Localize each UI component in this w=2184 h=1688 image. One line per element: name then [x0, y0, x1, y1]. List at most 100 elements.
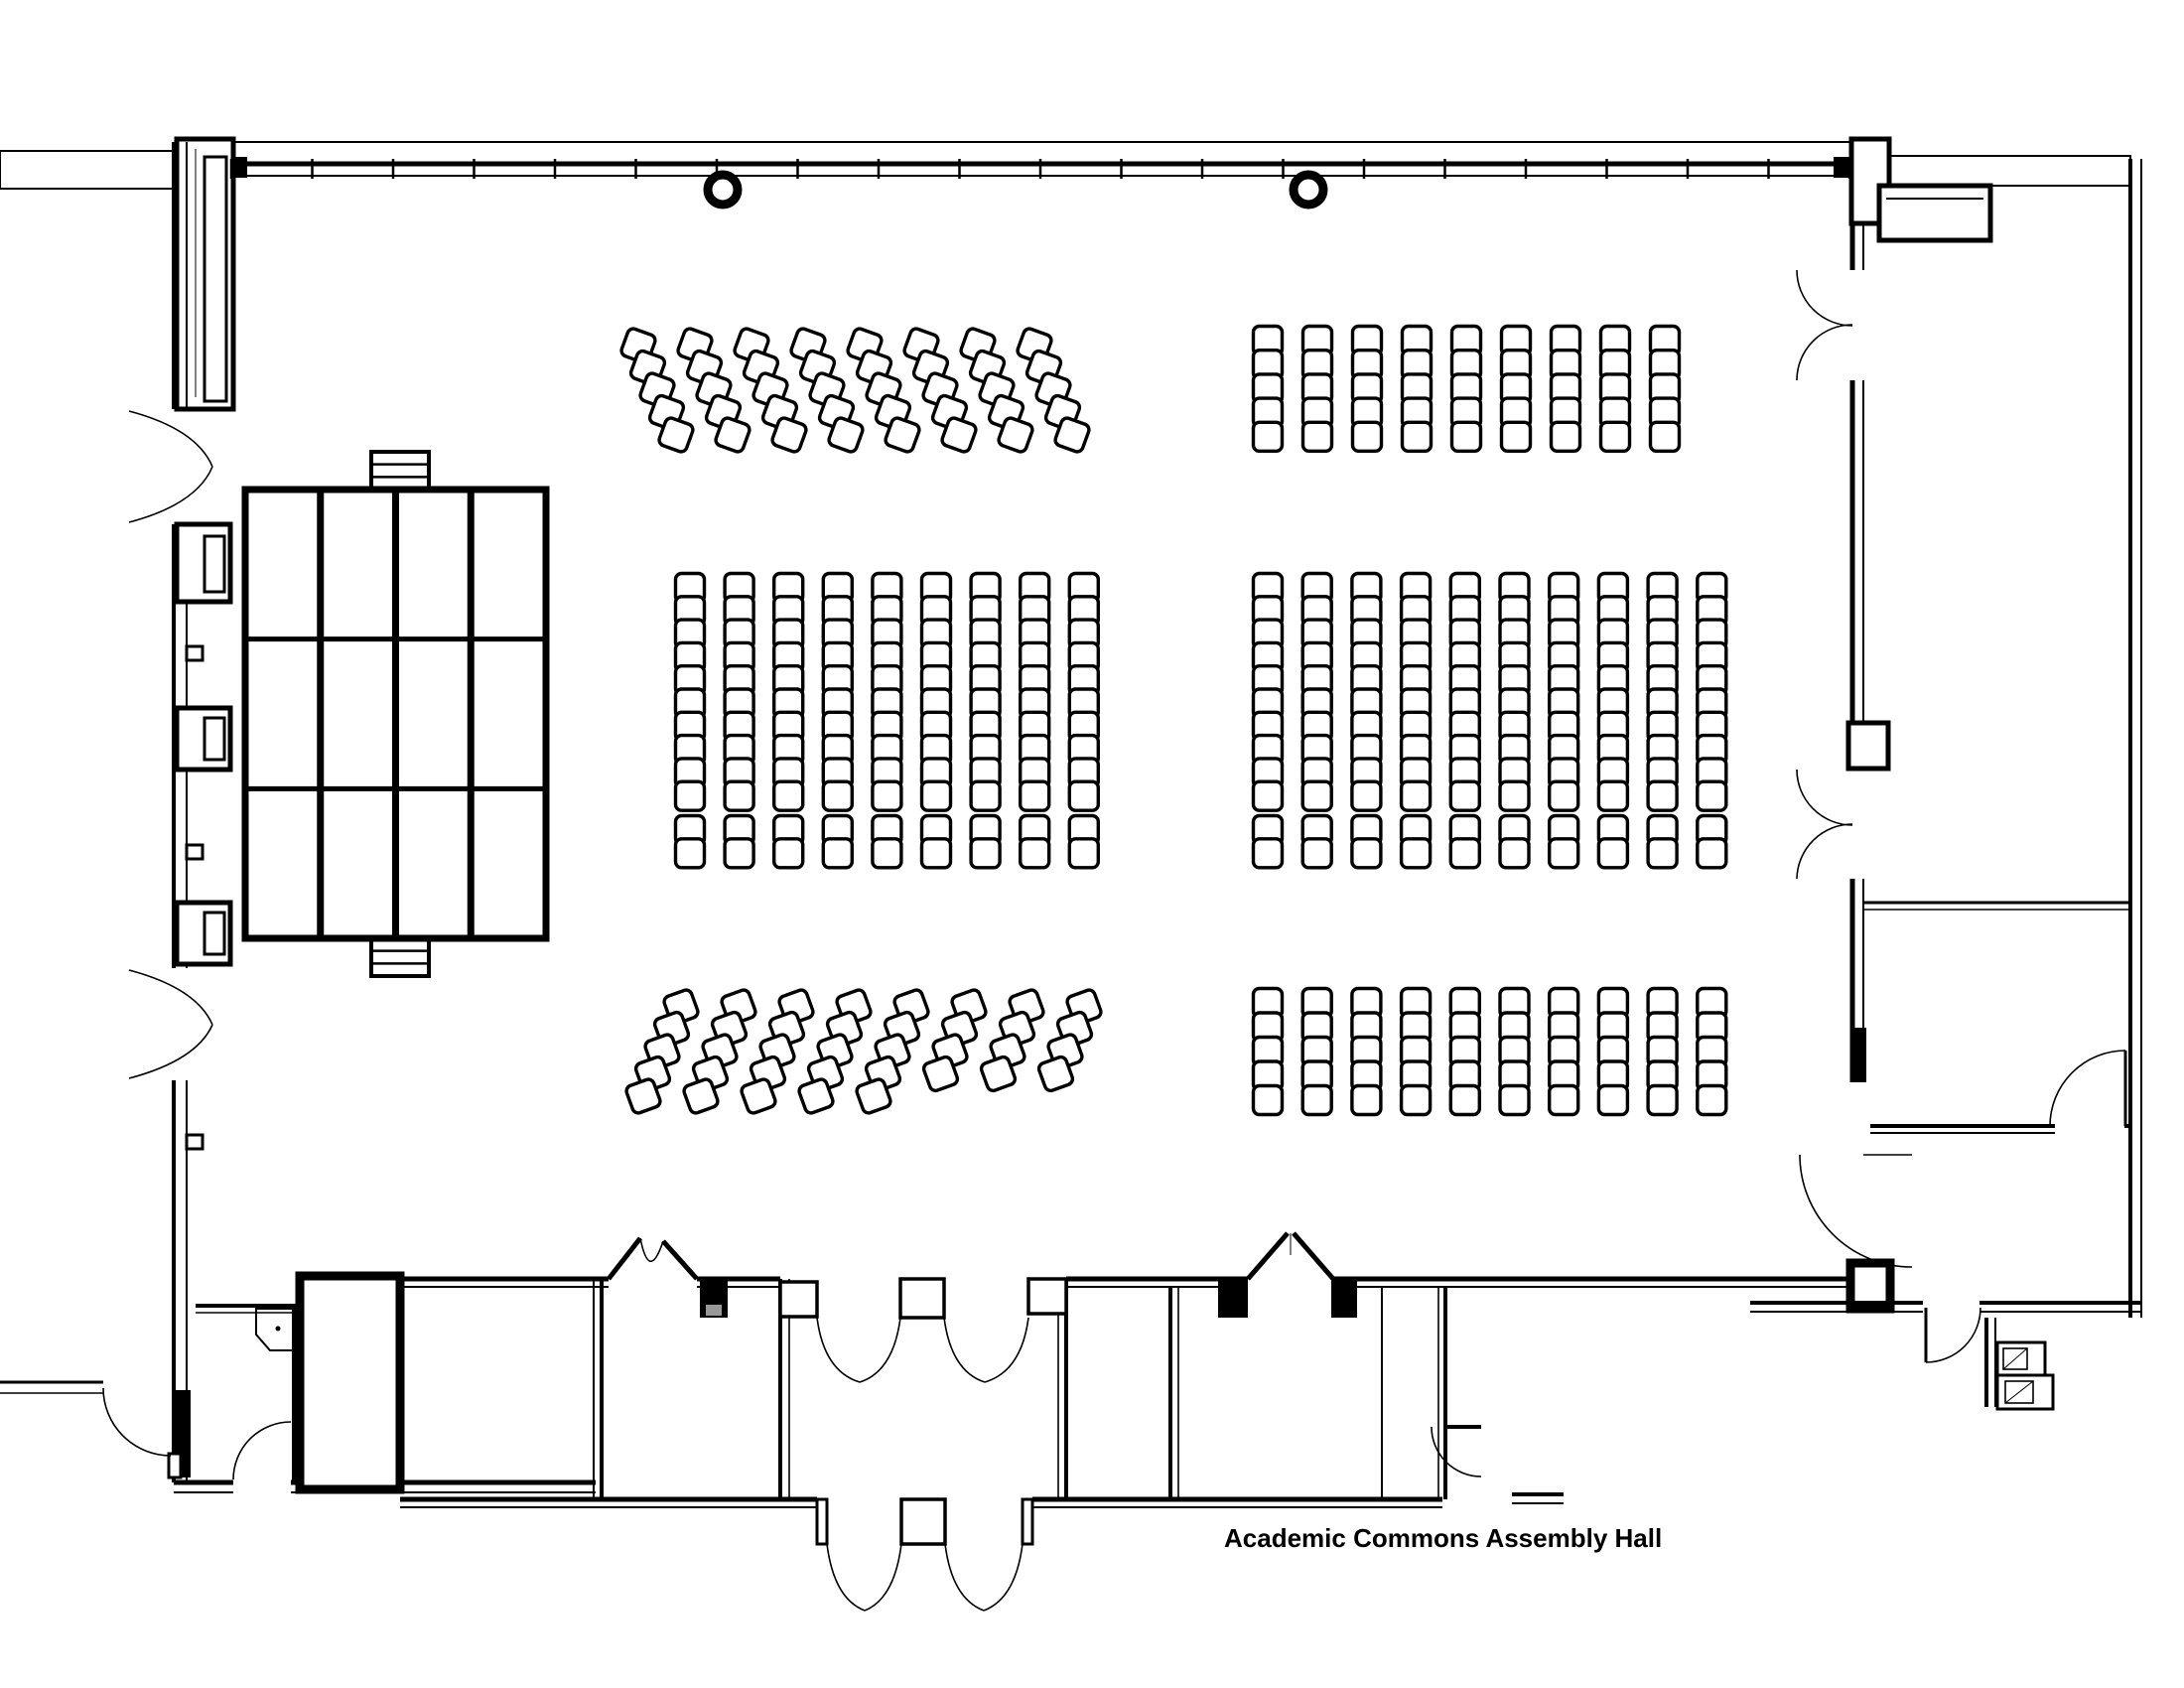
wall-column: [1845, 720, 1891, 772]
chair: [1596, 837, 1630, 870]
chair: [1696, 1083, 1728, 1117]
chair: [827, 416, 865, 454]
chair: [1696, 779, 1728, 812]
accordion-door: [1246, 1231, 1335, 1281]
casework-inner: [2004, 1380, 2034, 1404]
chair: [673, 779, 707, 812]
round-column: [1289, 170, 1328, 210]
chair: [1300, 837, 1333, 870]
window-glazing: [203, 534, 226, 594]
chair: [1400, 420, 1433, 453]
chair: [1053, 416, 1091, 454]
chair: [682, 1077, 720, 1115]
storage-room: [295, 1271, 405, 1494]
chair: [714, 416, 751, 454]
chair: [1036, 1055, 1075, 1093]
door-swing: [232, 1421, 292, 1480]
door-swing: [984, 1317, 1029, 1383]
chair: [821, 837, 854, 870]
door-swing: [128, 1024, 213, 1079]
chair: [1596, 1083, 1630, 1117]
chair: [1067, 837, 1101, 870]
chair: [921, 1055, 960, 1093]
chair: [1549, 420, 1582, 453]
chair: [919, 779, 953, 812]
door-swing: [2049, 1050, 2126, 1127]
room-wall: [1168, 1287, 1447, 1499]
chair: [1598, 420, 1632, 453]
chair: [1448, 1083, 1482, 1117]
hatched-wall: [0, 150, 178, 190]
chair: [871, 779, 903, 812]
door-swing: [128, 969, 213, 1026]
chair: [884, 416, 921, 454]
pier-glazing: [203, 155, 228, 403]
door-swing: [102, 1387, 172, 1457]
chair: [1448, 779, 1482, 812]
chair: [673, 837, 707, 870]
chair: [772, 837, 805, 870]
chair: [770, 416, 808, 454]
chair: [1498, 1083, 1531, 1117]
wall-marker: [167, 1452, 183, 1479]
chair: [1448, 837, 1482, 870]
curtain-wall-end-block: [1834, 157, 1849, 178]
wall-solid-segment: [1854, 1028, 1866, 1082]
corner-sink: [255, 1308, 296, 1351]
chair: [855, 1077, 892, 1115]
door-swing: [816, 1317, 861, 1383]
chair: [1648, 420, 1682, 453]
door-jamb: [778, 1280, 819, 1319]
door-swing: [1799, 1154, 1913, 1268]
chair: [969, 837, 1002, 870]
door-swing: [864, 1543, 902, 1612]
chair: [1646, 837, 1679, 870]
door-swing: [943, 1317, 986, 1383]
chair: [1350, 779, 1383, 812]
door-swing: [1796, 324, 1853, 381]
seating-group-upper-right-grid: [1251, 324, 1682, 453]
chair: [1646, 779, 1679, 812]
walls: [0, 136, 2142, 1546]
chair: [979, 1055, 1018, 1093]
wall-tick: [185, 644, 205, 662]
chair: [1399, 837, 1433, 870]
seating-group-lower-right-grid: [1251, 986, 1728, 1117]
chair: [1251, 779, 1285, 812]
door-jamb: [815, 1497, 829, 1546]
door-jamb: [1026, 1277, 1068, 1316]
chair: [1067, 779, 1101, 812]
chair: [1251, 837, 1285, 870]
chair: [919, 837, 953, 870]
stage-steps: [369, 936, 431, 978]
room-label: Academic Commons Assembly Hall: [1224, 1523, 1662, 1553]
seating-group-lower-left-angled: [624, 988, 1103, 1115]
casework-inner: [2002, 1347, 2028, 1370]
seating: [619, 324, 1728, 1117]
hatched-wall: [1888, 155, 2131, 187]
chair: [1696, 837, 1728, 870]
chair: [1399, 1083, 1433, 1117]
chair: [997, 416, 1034, 454]
chair: [797, 1077, 835, 1115]
chair: [1300, 1083, 1333, 1117]
chair: [940, 416, 978, 454]
chair: [1596, 779, 1630, 812]
casework: [1995, 1340, 2047, 1377]
chair: [772, 779, 805, 812]
window-glazing: [203, 911, 226, 956]
door-swing: [1796, 269, 1853, 327]
chair: [1547, 1083, 1580, 1117]
sink-drain: [275, 1326, 281, 1332]
seating-group-center-left-grid: [673, 571, 1101, 870]
casework-diagonal: [2002, 1347, 2034, 1404]
wall-post: [1218, 1279, 1248, 1318]
window-glazing: [203, 716, 226, 762]
chair: [1018, 779, 1051, 812]
door-swing: [983, 1543, 1024, 1612]
structural-columns: [703, 170, 1328, 210]
door-swing: [128, 410, 213, 468]
door-swings: [102, 269, 2126, 1612]
chair: [1399, 779, 1433, 812]
door-mullion: [899, 1497, 947, 1546]
